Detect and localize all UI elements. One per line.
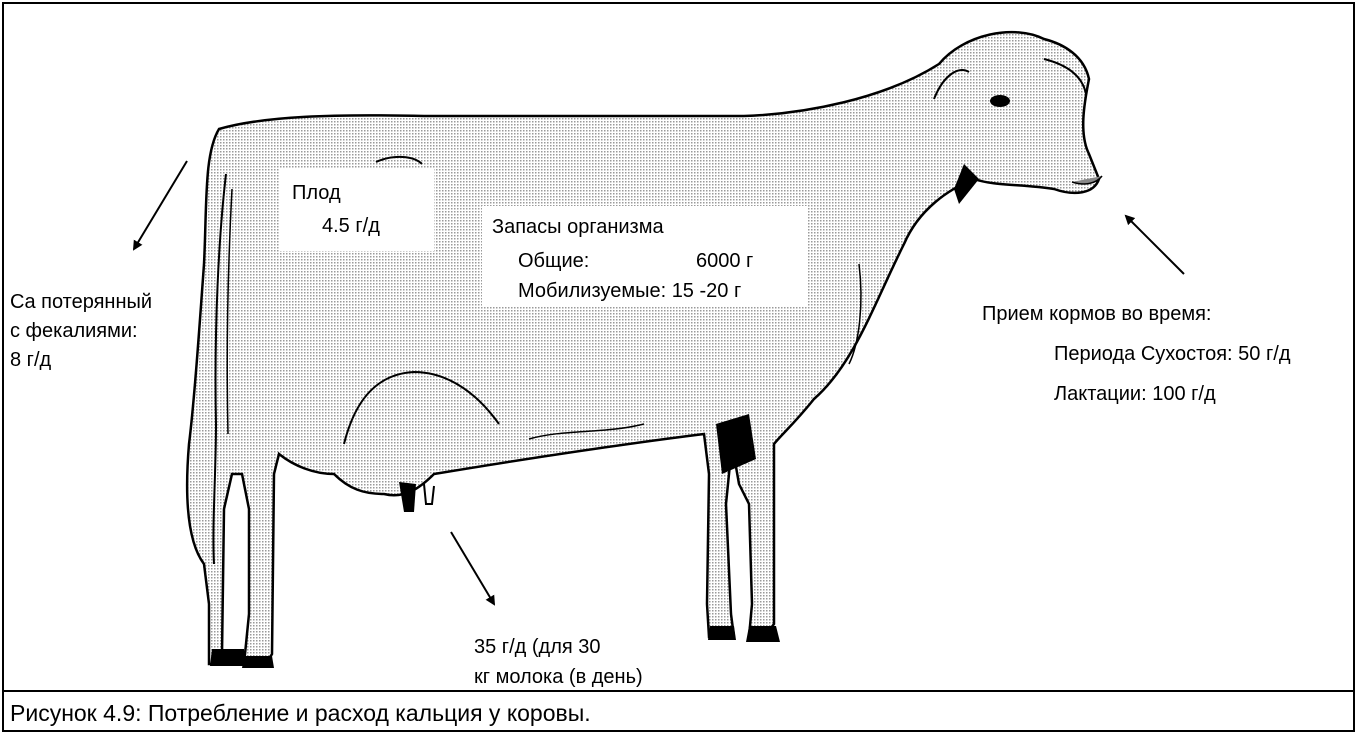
feces-line2: с фекалиями: (10, 318, 138, 344)
fetus-value: 4.5 г/д (322, 213, 380, 239)
reserves-mobilizable-label: Мобилизуемые: (518, 280, 666, 302)
reserves-mobilizable: Мобилизуемые: 15 -20 г (518, 278, 741, 304)
intake-arrow (1126, 216, 1184, 274)
cow-body (187, 32, 1099, 664)
caption-bar: Рисунок 4.9: Потребление и расход кальци… (4, 690, 1353, 730)
fetus-title: Плод (292, 180, 341, 206)
figure-caption: Рисунок 4.9: Потребление и расход кальци… (10, 700, 591, 727)
milk-line1: 35 г/д (для 30 (474, 634, 601, 660)
milk-line2: кг молока (в день) (474, 664, 643, 690)
reserves-total-label: Общие: (518, 248, 589, 274)
intake-title: Прием кормов во время: (982, 301, 1211, 327)
milk-arrow (451, 532, 494, 604)
reserves-total-value: 6000 г (696, 248, 753, 274)
intake-dry-period: Периода Сухостоя: 50 г/д (1054, 341, 1291, 367)
intake-lactation: Лактации: 100 г/д (1054, 381, 1216, 407)
feces-line3: 8 г/д (10, 347, 51, 373)
reserves-mobilizable-value: 15 -20 г (672, 280, 742, 302)
reserves-title: Запасы организма (492, 214, 664, 240)
feces-line1: Ca потерянный (10, 289, 152, 315)
feces-arrow (134, 161, 187, 249)
cow-diagram: Плод 4.5 г/д Запасы организма Общие: 600… (4, 4, 1353, 690)
